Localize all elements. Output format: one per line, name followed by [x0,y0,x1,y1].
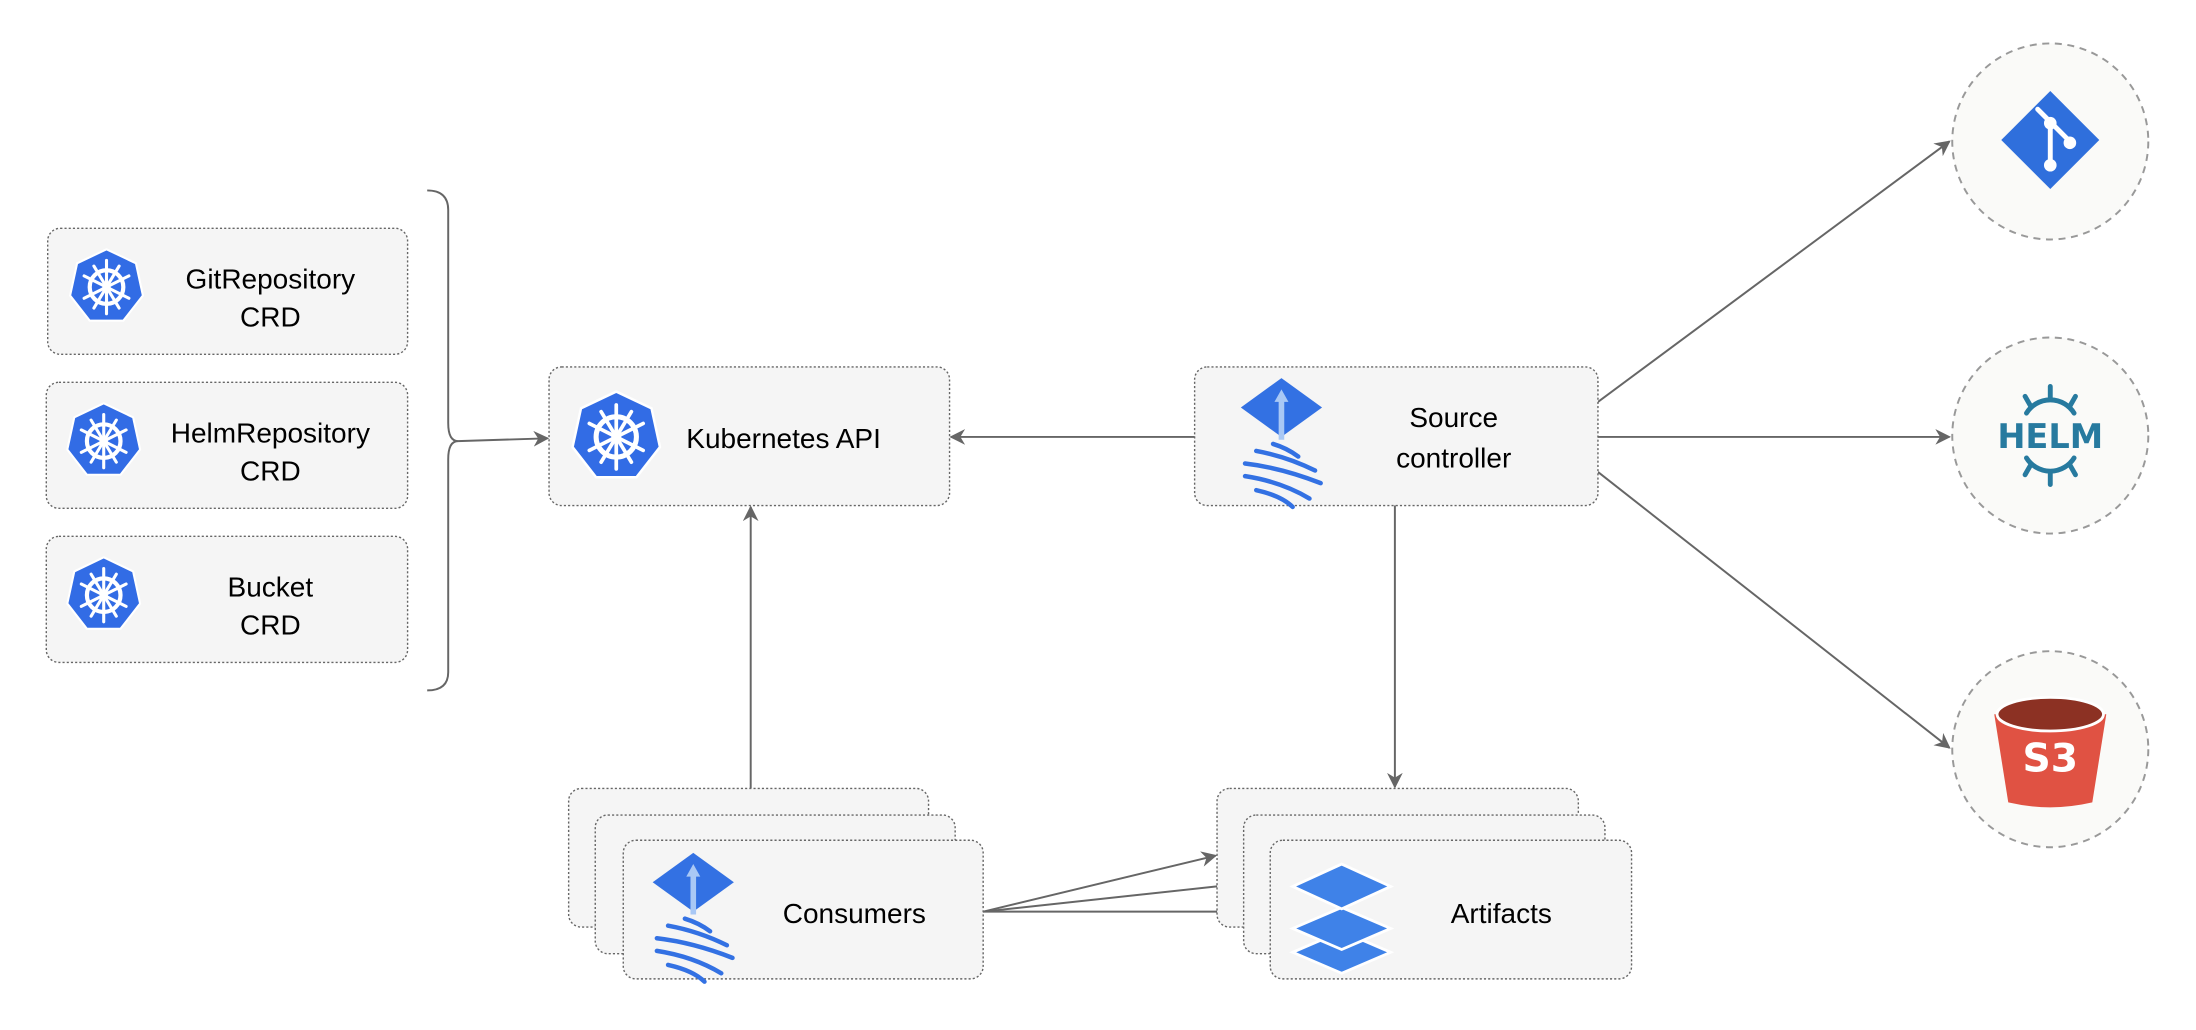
source-controller-node: Source controller [1193,366,1599,507]
kubernetes-api-label: Kubernetes API [686,423,881,454]
crd-label: CRD [240,455,301,486]
s3-label: S3 [2023,737,2079,782]
crd-helmrepository: HelmRepository CRD [45,381,409,510]
edge-source-to-git [1597,140,1951,403]
edge-crds-to-k8s-api [457,430,550,447]
helm-source: HELM [1951,336,2150,535]
edge-source-to-s3 [1597,471,1951,749]
s3-bucket-icon [1994,696,2107,808]
artifacts-node: Artifacts [1216,787,1633,980]
kubernetes-api-node: Kubernetes API [548,366,951,507]
brace [427,189,459,692]
crd-gitrepository: GitRepository CRD [46,227,409,356]
helm-label: HELM [1997,417,2103,456]
crd-label: Bucket [228,572,314,603]
helm-icon [2022,384,2078,487]
consumers-node: Consumers [567,787,984,981]
crd-label: GitRepository [186,263,356,294]
s3-source: S3 [1951,650,2150,849]
edge-consumers-to-artifacts [982,851,1218,913]
crd-bucket: Bucket CRD [45,535,409,664]
consumers-label: Consumers [783,898,926,929]
crd-label: CRD [240,301,301,332]
layers-icon [1289,862,1395,975]
git-source [1951,42,2150,241]
source-controller-label: controller [1396,443,1511,474]
crd-label: CRD [240,609,301,640]
source-controller-label: Source [1409,402,1498,433]
edge-consumers-to-artifacts [983,877,1244,913]
crd-label: HelmRepository [171,418,370,449]
artifacts-label: Artifacts [1451,898,1552,929]
